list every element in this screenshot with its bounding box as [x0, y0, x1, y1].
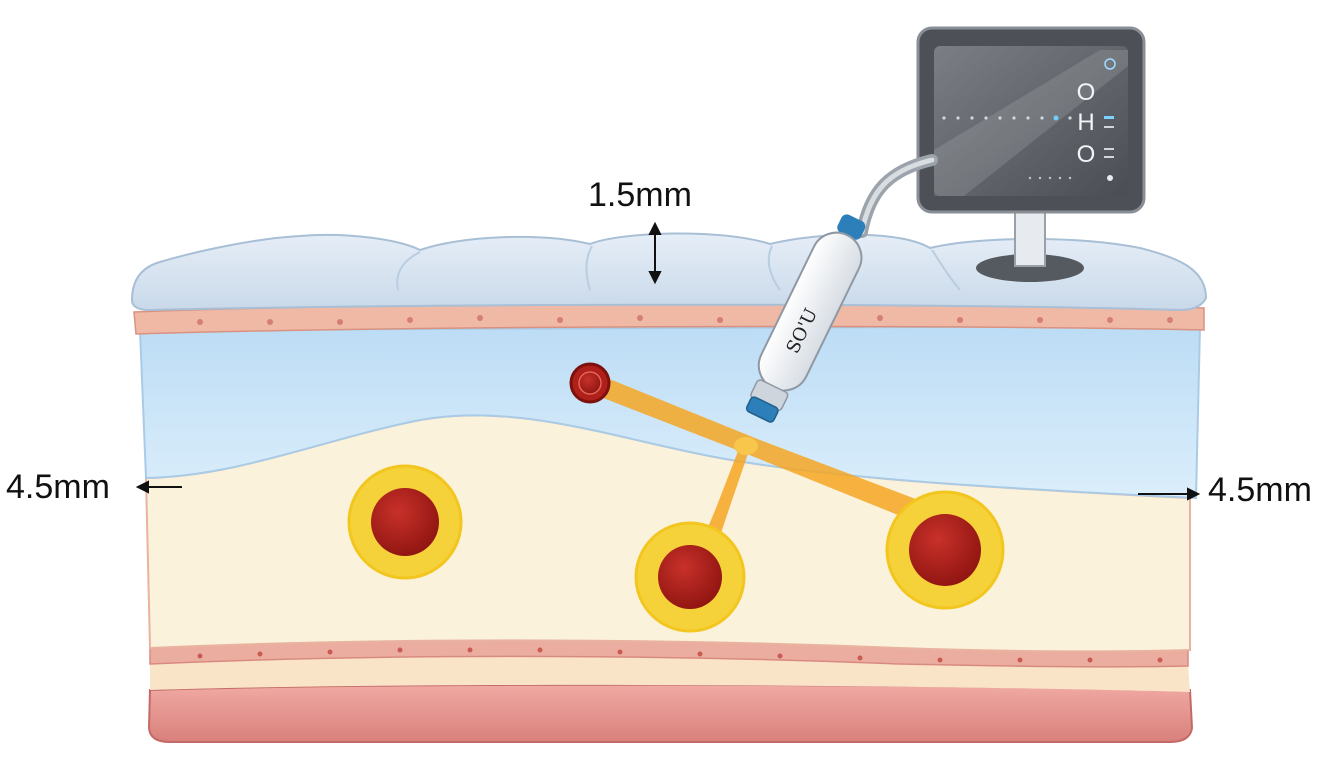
lower-membrane-dots [197, 647, 1163, 663]
right-depth-arrow [1138, 487, 1201, 501]
screen-glyph-3: O [1077, 141, 1096, 168]
top-depth-label: 1.5mm [588, 176, 692, 214]
left-depth-label: 4.5mm [6, 468, 110, 506]
right-depth-label: 4.5mm [1208, 471, 1312, 509]
focal-point-left [347, 464, 463, 580]
surface-layer [130, 232, 1208, 312]
muscle-layer [147, 683, 1194, 743]
top-depth-arrow [648, 221, 662, 285]
lower-fat-layer [150, 656, 1190, 692]
monitor: O H O [916, 26, 1146, 282]
screen-glyph-2: H [1077, 109, 1094, 136]
epidermis-dots [197, 315, 1173, 325]
focal-point-top [569, 362, 611, 404]
screen-glyph-1: O [1077, 79, 1096, 106]
focal-point-right [885, 490, 1005, 610]
left-depth-arrow [135, 480, 182, 494]
focal-point-center [634, 521, 746, 633]
ultrasound-probe: SO'U [745, 214, 866, 423]
